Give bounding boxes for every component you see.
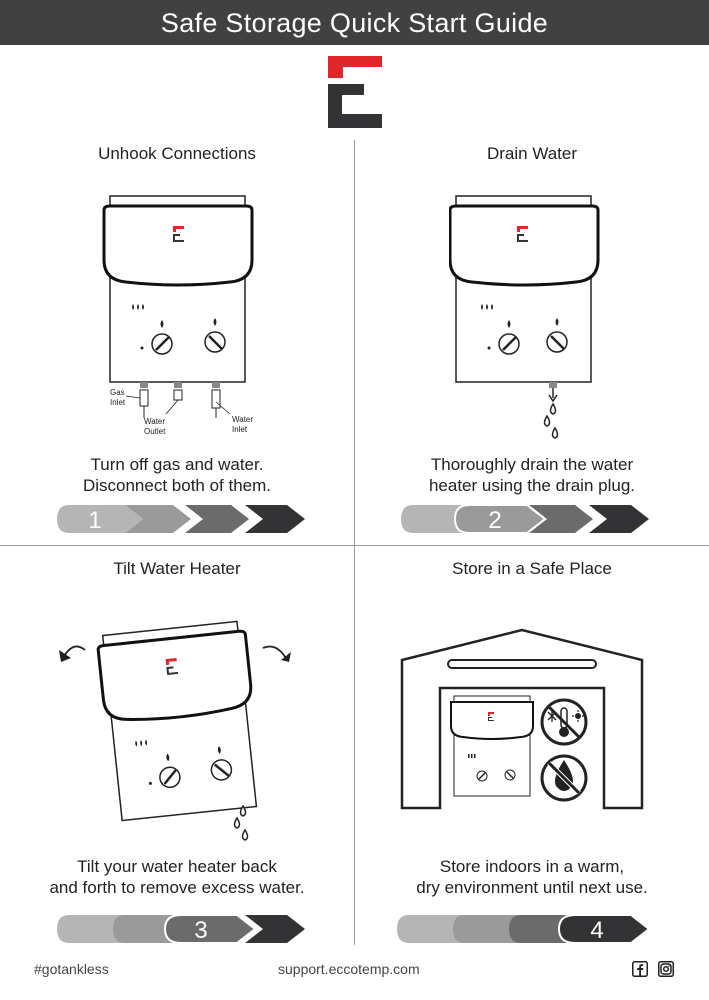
- page-header: Safe Storage Quick Start Guide: [0, 0, 709, 45]
- small-logo-icon: [173, 226, 184, 242]
- flame-icon: [217, 746, 221, 754]
- instagram-icon[interactable]: [658, 961, 675, 977]
- logo-icon: [328, 56, 382, 128]
- panel-title-unhook: Unhook Connections: [98, 144, 256, 163]
- gas-inlet-label: Gas: [110, 388, 125, 397]
- footer-hashtag: #gotankless: [34, 961, 109, 977]
- no-temperature-extremes-icon: [540, 698, 588, 746]
- flame-indicator-icon: [132, 304, 144, 310]
- svg-text:Outlet: Outlet: [144, 427, 166, 436]
- flame-icon: [160, 320, 164, 328]
- storage-illustration: [400, 628, 644, 810]
- garage-icon: [400, 628, 644, 810]
- step-progress-3: 3: [57, 914, 305, 944]
- step-number: 3: [194, 917, 207, 944]
- flame-icon: [166, 753, 170, 762]
- step-number: 4: [590, 917, 603, 944]
- sun-icon: [572, 710, 584, 722]
- water-drop-icon: [543, 402, 559, 439]
- step-number: 2: [488, 507, 501, 534]
- flame-icon: [507, 320, 511, 328]
- panel-desc-unhook: Turn off gas and water. Disconnect both …: [82, 455, 272, 495]
- heater-illustration-tilt: [59, 620, 291, 841]
- step-progress-4: 4: [397, 914, 651, 944]
- page-title: Safe Storage Quick Start Guide: [160, 8, 549, 38]
- svg-text:Inlet: Inlet: [232, 425, 248, 434]
- water-inlet-label: Water: [232, 415, 253, 424]
- rotate-right-arrow-icon: [262, 645, 288, 661]
- step-progress-1: 1: [57, 505, 305, 534]
- panel-desc-tilt: Tilt your water heater back and forth to…: [49, 857, 305, 897]
- svg-text:Inlet: Inlet: [110, 398, 126, 407]
- step-number: 1: [88, 507, 101, 534]
- heater-illustration-unhook: Gas Inlet Water Outlet Water Inlet: [102, 195, 254, 436]
- no-moisture-icon: [540, 754, 588, 802]
- vertical-divider: [354, 140, 355, 945]
- flame-icon: [555, 318, 559, 326]
- panel-title-tilt: Tilt Water Heater: [113, 559, 241, 578]
- panel-desc-drain: Thoroughly drain the water heater using …: [428, 455, 636, 495]
- panel-desc-store: Store indoors in a warm, dry environment…: [416, 857, 648, 897]
- horizontal-divider: [0, 545, 709, 546]
- flame-icon: [213, 318, 217, 326]
- heater-illustration-drain: [449, 195, 600, 439]
- social-icons: [632, 961, 675, 982]
- water-drop-icon: [233, 804, 249, 841]
- facebook-icon[interactable]: [632, 961, 648, 977]
- step-progress-2: 2: [401, 504, 649, 534]
- panel-title-drain: Drain Water: [486, 144, 578, 163]
- water-outlet-label: Water: [144, 417, 165, 426]
- small-logo-icon: [517, 226, 528, 242]
- footer-website-link[interactable]: support.eccotemp.com: [278, 961, 420, 977]
- panel-title-store: Store in a Safe Place: [452, 559, 612, 578]
